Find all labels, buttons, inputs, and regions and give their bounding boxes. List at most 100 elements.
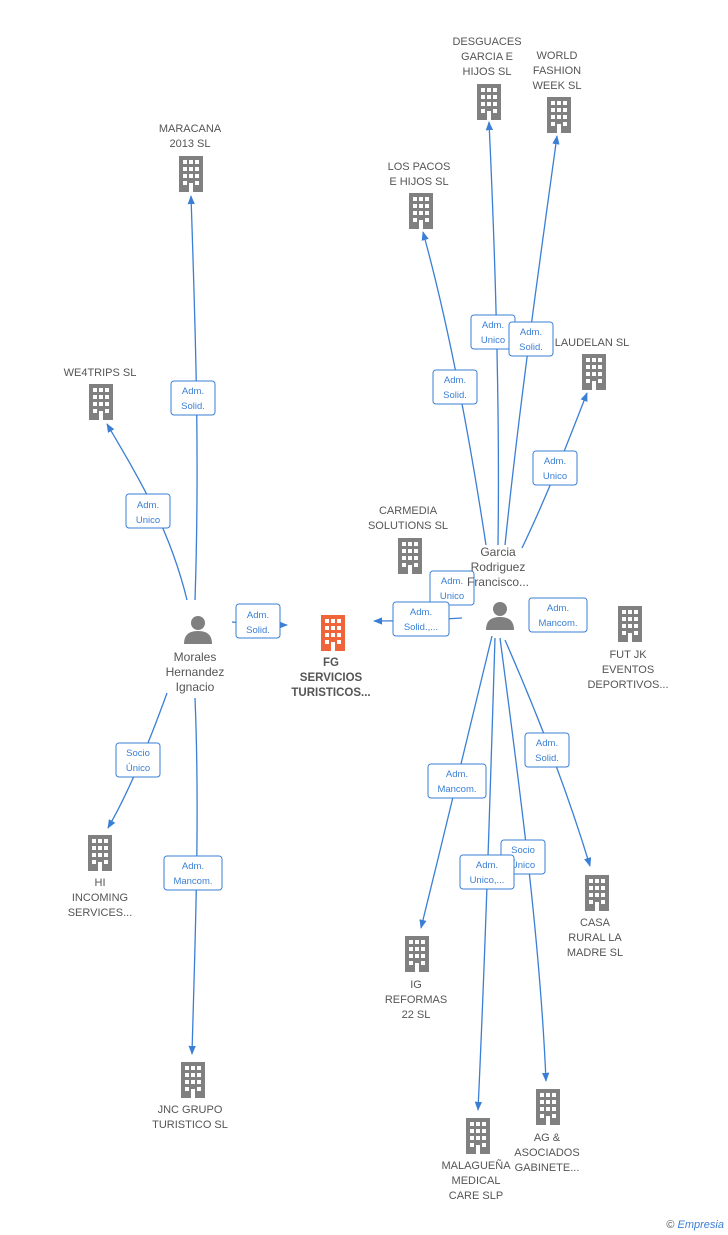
company-label-line: IG (410, 979, 422, 991)
company-we4trips[interactable]: WE4TRIPS SL (64, 367, 137, 420)
company-label-line: JNC GRUPO (158, 1104, 223, 1116)
person-label-line: Rodriguez (471, 560, 526, 574)
rel-line: Unico (440, 591, 464, 602)
svg-text:SOLUTIONS SL: SOLUTIONS SL (368, 520, 448, 532)
company-fut-jk[interactable]: FUT JK EVENTOS DEPORTIVOS... (587, 606, 669, 691)
svg-text:CASA: CASA (580, 917, 611, 929)
company-label-line: WE4TRIPS SL (64, 367, 137, 379)
person-icon (486, 602, 514, 630)
person-garcia[interactable]: Garcia Rodriguez Francisco... (467, 545, 529, 630)
rel-label-garcia-desguaces[interactable]: Adm. Unico (470, 314, 516, 350)
svg-text:Mancom.: Mancom. (538, 618, 577, 629)
svg-text:Único: Único (511, 860, 535, 871)
company-maracana[interactable]: MARACANA 2013 SL (159, 123, 222, 192)
company-desguaces[interactable]: DESGUACES GARCIA E HIJOS SL (452, 36, 522, 120)
person-label-line: Francisco... (467, 575, 529, 589)
svg-text:WEEK SL: WEEK SL (533, 80, 582, 92)
rel-line: Unico (543, 471, 567, 482)
svg-text:INCOMING: INCOMING (72, 892, 128, 904)
building-icon (582, 354, 606, 390)
rel-label-morales-hi[interactable]: Socio Único (115, 742, 161, 778)
company-malaguena[interactable]: MALAGUEÑA MEDICAL CARE SLP (441, 1118, 511, 1202)
svg-text:REFORMAS: REFORMAS (385, 994, 447, 1006)
svg-text:LAUDELAN SL: LAUDELAN SL (555, 337, 630, 349)
rel-line: Solid. (535, 753, 559, 764)
rel-line: Adm. (182, 861, 204, 872)
rel-label-morales-jnc[interactable]: Adm. Mancom. (163, 855, 223, 891)
svg-text:Unico: Unico (543, 471, 567, 482)
edges (106, 121, 592, 1111)
person-nodes: Morales Hernandez Ignacio Garcia Rodrigu… (166, 545, 529, 694)
svg-text:Solid.: Solid. (535, 753, 559, 764)
company-label-line: HIJOS SL (463, 66, 512, 78)
company-casa-rural[interactable]: CASA RURAL LA MADRE SL (567, 875, 623, 959)
svg-text:Mancom.: Mancom. (173, 876, 212, 887)
company-carmedia[interactable]: CARMEDIA SOLUTIONS SL (368, 505, 448, 574)
svg-text:WORLD: WORLD (537, 50, 578, 62)
rel-label-garcia-fg[interactable]: Adm. Solid.,... (392, 601, 450, 637)
svg-text:Socio: Socio (126, 748, 150, 759)
company-jnc[interactable]: JNC GRUPO TURISTICO SL (152, 1062, 228, 1131)
rel-label-garcia-malaguena[interactable]: Adm. Unico,... (459, 854, 515, 890)
svg-text:Adm.: Adm. (182, 861, 204, 872)
svg-text:Adm.: Adm. (182, 386, 204, 397)
rel-label-garcia-world[interactable]: Adm. Solid. (508, 321, 554, 357)
company-hi-incoming[interactable]: HI INCOMING SERVICES... (68, 835, 133, 919)
svg-text:Francisco...: Francisco... (467, 575, 529, 589)
center-label-line: TURISTICOS... (291, 687, 370, 699)
company-label-line: ASOCIADOS (514, 1147, 579, 1159)
svg-text:TURISTICOS...: TURISTICOS... (291, 687, 370, 699)
rel-line: Unico (136, 515, 160, 526)
copyright-icon: © (666, 1219, 675, 1231)
rel-label-garcia-pacos[interactable]: Adm. Solid. (432, 369, 478, 405)
company-label-line: MEDICAL (452, 1175, 501, 1187)
svg-text:MEDICAL: MEDICAL (452, 1175, 501, 1187)
company-label-line: CASA (580, 917, 611, 929)
svg-text:SERVICIOS: SERVICIOS (300, 672, 363, 684)
company-label-line: 22 SL (402, 1009, 431, 1021)
rel-label-garcia-carmedia[interactable]: Adm. Unico (429, 570, 475, 606)
svg-text:GARCIA E: GARCIA E (461, 51, 513, 63)
rel-label-garcia-fut[interactable]: Adm. Mancom. (528, 597, 588, 633)
company-label-line: MALAGUEÑA (441, 1159, 511, 1172)
svg-text:HIJOS SL: HIJOS SL (463, 66, 512, 78)
rel-label-garcia-laudelan[interactable]: Adm. Unico (532, 450, 578, 486)
svg-text:Unico,...: Unico,... (470, 875, 505, 886)
rel-line: Adm. (410, 607, 432, 618)
rel-label-garcia-ig[interactable]: Adm. Mancom. (427, 763, 487, 799)
company-world-fashion[interactable]: WORLD FASHION WEEK SL (533, 50, 582, 133)
rel-label-morales-we4trips[interactable]: Adm. Unico (125, 493, 171, 529)
company-ig-reformas[interactable]: IG REFORMAS 22 SL (385, 936, 447, 1021)
company-los-pacos[interactable]: LOS PACOS E HIJOS SL (388, 161, 451, 229)
company-label-line: FUT JK (609, 649, 647, 661)
company-laudelan[interactable]: LAUDELAN SL (555, 337, 630, 390)
svg-text:Unico: Unico (440, 591, 464, 602)
rel-line: Adm. (476, 860, 498, 871)
building-icon (88, 835, 112, 871)
company-nodes: FG SERVICIOS TURISTICOS... MARACANA 2013… (64, 36, 669, 1202)
brand-name[interactable]: Empresia (677, 1219, 724, 1231)
company-label-line: E HIJOS SL (389, 176, 448, 188)
company-label-line: 2013 SL (170, 138, 211, 150)
rel-label-morales-maracana[interactable]: Adm. Solid. (170, 380, 216, 416)
svg-text:Único: Único (126, 763, 150, 774)
svg-text:E HIJOS SL: E HIJOS SL (389, 176, 448, 188)
rel-label-garcia-casa[interactable]: Adm. Solid. (524, 732, 570, 768)
company-ag-asociados[interactable]: AG & ASOCIADOS GABINETE... (514, 1089, 580, 1174)
rel-label-morales-fg[interactable]: Adm. Solid. (235, 603, 281, 639)
svg-text:FUT JK: FUT JK (609, 649, 647, 661)
building-icon (585, 875, 609, 911)
svg-text:WE4TRIPS SL: WE4TRIPS SL (64, 367, 137, 379)
svg-text:IG: IG (410, 979, 422, 991)
svg-text:DESGUACES: DESGUACES (452, 36, 521, 48)
svg-text:CARE SLP: CARE SLP (449, 1190, 503, 1202)
edge-labels: Adm. Solid. Adm. Unico Adm. Solid. Socio… (115, 314, 588, 891)
rel-line: Adm. (441, 576, 463, 587)
center-company-node[interactable]: FG SERVICIOS TURISTICOS... (291, 615, 371, 699)
person-morales[interactable]: Morales Hernandez Ignacio (166, 616, 225, 694)
svg-text:CARMEDIA: CARMEDIA (379, 505, 438, 517)
svg-text:22 SL: 22 SL (402, 1009, 431, 1021)
svg-text:Morales: Morales (174, 650, 217, 664)
company-label-line: LAUDELAN SL (555, 337, 630, 349)
company-label-line: WEEK SL (533, 80, 582, 92)
